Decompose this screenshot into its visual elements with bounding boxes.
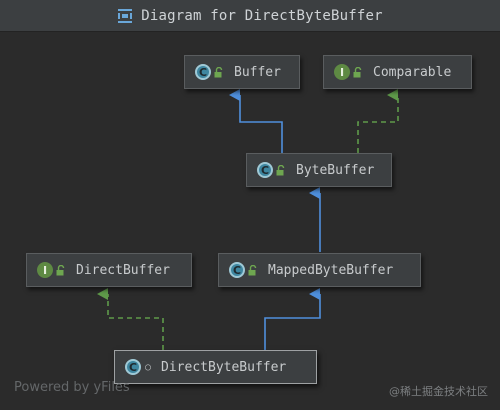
diagram-icon <box>117 8 133 23</box>
node-label: MappedByteBuffer <box>268 262 394 278</box>
class-icon: C <box>229 262 245 278</box>
node-label: Buffer <box>234 64 281 80</box>
interface-icon: I <box>334 64 350 80</box>
unlocked-icon <box>248 264 258 276</box>
class-icon: C <box>195 64 211 80</box>
node-label: Comparable <box>373 64 452 80</box>
interface-icon: I <box>37 262 53 278</box>
node-label: DirectByteBuffer <box>161 359 287 375</box>
package-private-icon: ○ <box>145 361 152 373</box>
node-directbuffer[interactable]: I DirectBuffer <box>26 253 192 287</box>
window-title: Diagram for DirectByteBuffer <box>141 7 383 24</box>
watermark-label: @稀土掘金技术社区 <box>389 385 488 398</box>
node-label: DirectBuffer <box>76 262 170 278</box>
node-directbytebuffer[interactable]: C ○ DirectByteBuffer <box>114 350 317 384</box>
powered-by-label: Powered by yFiles <box>14 380 130 395</box>
unlocked-icon <box>214 66 224 78</box>
window-titlebar: Diagram for DirectByteBuffer <box>0 0 500 32</box>
edge-bytebuffer-implements-comparable <box>357 89 399 153</box>
class-icon: C <box>125 359 141 375</box>
node-comparable[interactable]: I Comparable <box>323 55 472 89</box>
unlocked-icon <box>353 66 363 78</box>
unlocked-icon <box>276 164 286 176</box>
unlocked-icon <box>56 264 66 276</box>
node-buffer[interactable]: C Buffer <box>184 55 300 89</box>
node-label: ByteBuffer <box>296 162 375 178</box>
node-bytebuffer[interactable]: C ByteBuffer <box>246 153 392 187</box>
edge-directbytebuffer-implements-directbuffer <box>97 288 164 350</box>
edge-bytebuffer-extends-buffer <box>229 89 283 153</box>
node-mappedbytebuffer[interactable]: C MappedByteBuffer <box>218 253 421 287</box>
class-icon: C <box>257 162 273 178</box>
edge-directbytebuffer-extends-mappedbytebuffer <box>264 288 321 350</box>
